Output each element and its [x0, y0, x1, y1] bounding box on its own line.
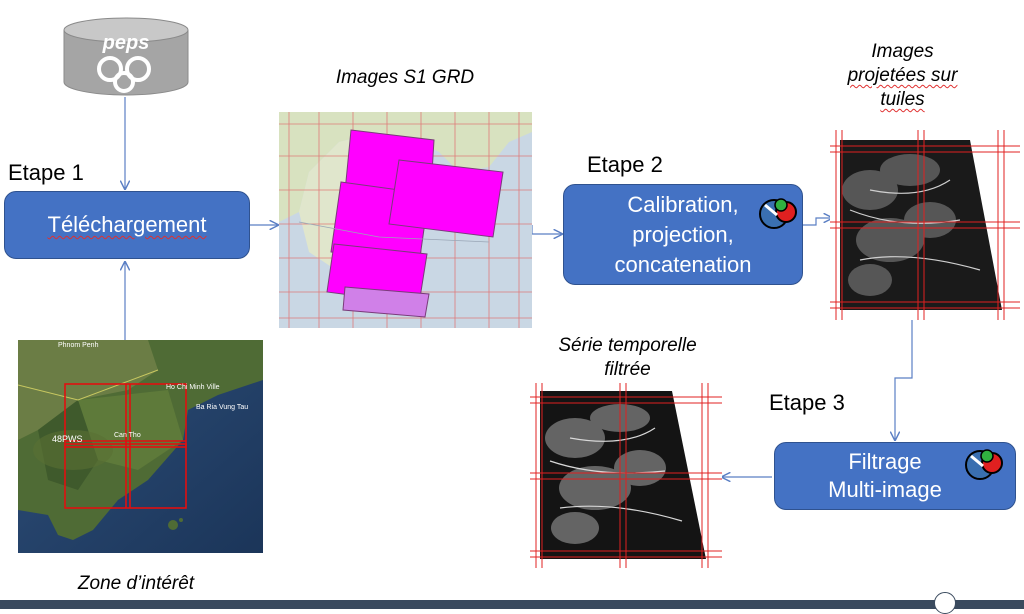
projected-caption-line-3: tuiles	[880, 89, 925, 110]
map-label-tile: 48PWS	[52, 434, 83, 444]
filter-line-2: Multi-image	[828, 477, 942, 502]
map-label-city4: Phnom Penh	[58, 342, 99, 349]
filtered-caption: Série temporelle filtrée	[530, 334, 725, 382]
map-label-city3: Ba Ria Vung Tau	[196, 404, 249, 411]
projected-caption-line-2: projetées sur	[847, 65, 958, 86]
s1-grd-image	[279, 112, 532, 328]
step-2-label: Etape 2	[587, 152, 663, 177]
zone-caption-text: Zone d’intérêt	[77, 573, 195, 594]
projected-tiles-image	[830, 130, 1020, 320]
bottom-bar	[0, 600, 1024, 609]
filtered-series-image	[530, 383, 722, 568]
calibration-box: Calibration, projection, concatenation	[563, 184, 803, 285]
peps-database-icon: peps	[62, 16, 190, 98]
arrow-calibration-to-projected	[803, 218, 832, 226]
zone-caption: Zone d’intérêt	[56, 572, 216, 596]
arrow-projected-to-filter	[895, 318, 913, 440]
calibration-line-3: concatenation	[614, 251, 752, 277]
step-1-label: Etape 1	[8, 160, 84, 185]
download-box-text: Téléchargement	[47, 212, 207, 237]
filter-line-1: Filtrage	[848, 449, 922, 474]
projected-caption-line-1: Images	[871, 41, 934, 62]
filtered-caption-line-1: Série temporelle	[558, 335, 697, 356]
otb-logo-icon	[757, 195, 801, 231]
peps-logo-text: peps	[102, 32, 150, 54]
calibration-line-2: projection,	[632, 221, 734, 247]
zone-map-image: 48PWS Can Tho Ho Chi Minh Ville Ba Ria V…	[18, 340, 263, 553]
bottom-bar-circle-icon	[934, 592, 956, 614]
map-label-city2: Ho Chi Minh Ville	[166, 384, 220, 391]
filtered-caption-line-2: filtrée	[604, 359, 651, 380]
download-box: Téléchargement	[4, 191, 250, 259]
map-label-city1: Can Tho	[114, 432, 141, 439]
arrow-grd-to-calibration	[531, 225, 562, 234]
calibration-line-1: Calibration,	[627, 191, 739, 217]
step-3-label: Etape 3	[769, 390, 845, 415]
projected-caption: Images projetées sur tuiles	[825, 40, 980, 112]
s1-grd-caption: Images S1 GRD	[335, 67, 475, 88]
otb-logo-icon-2	[963, 446, 1007, 482]
